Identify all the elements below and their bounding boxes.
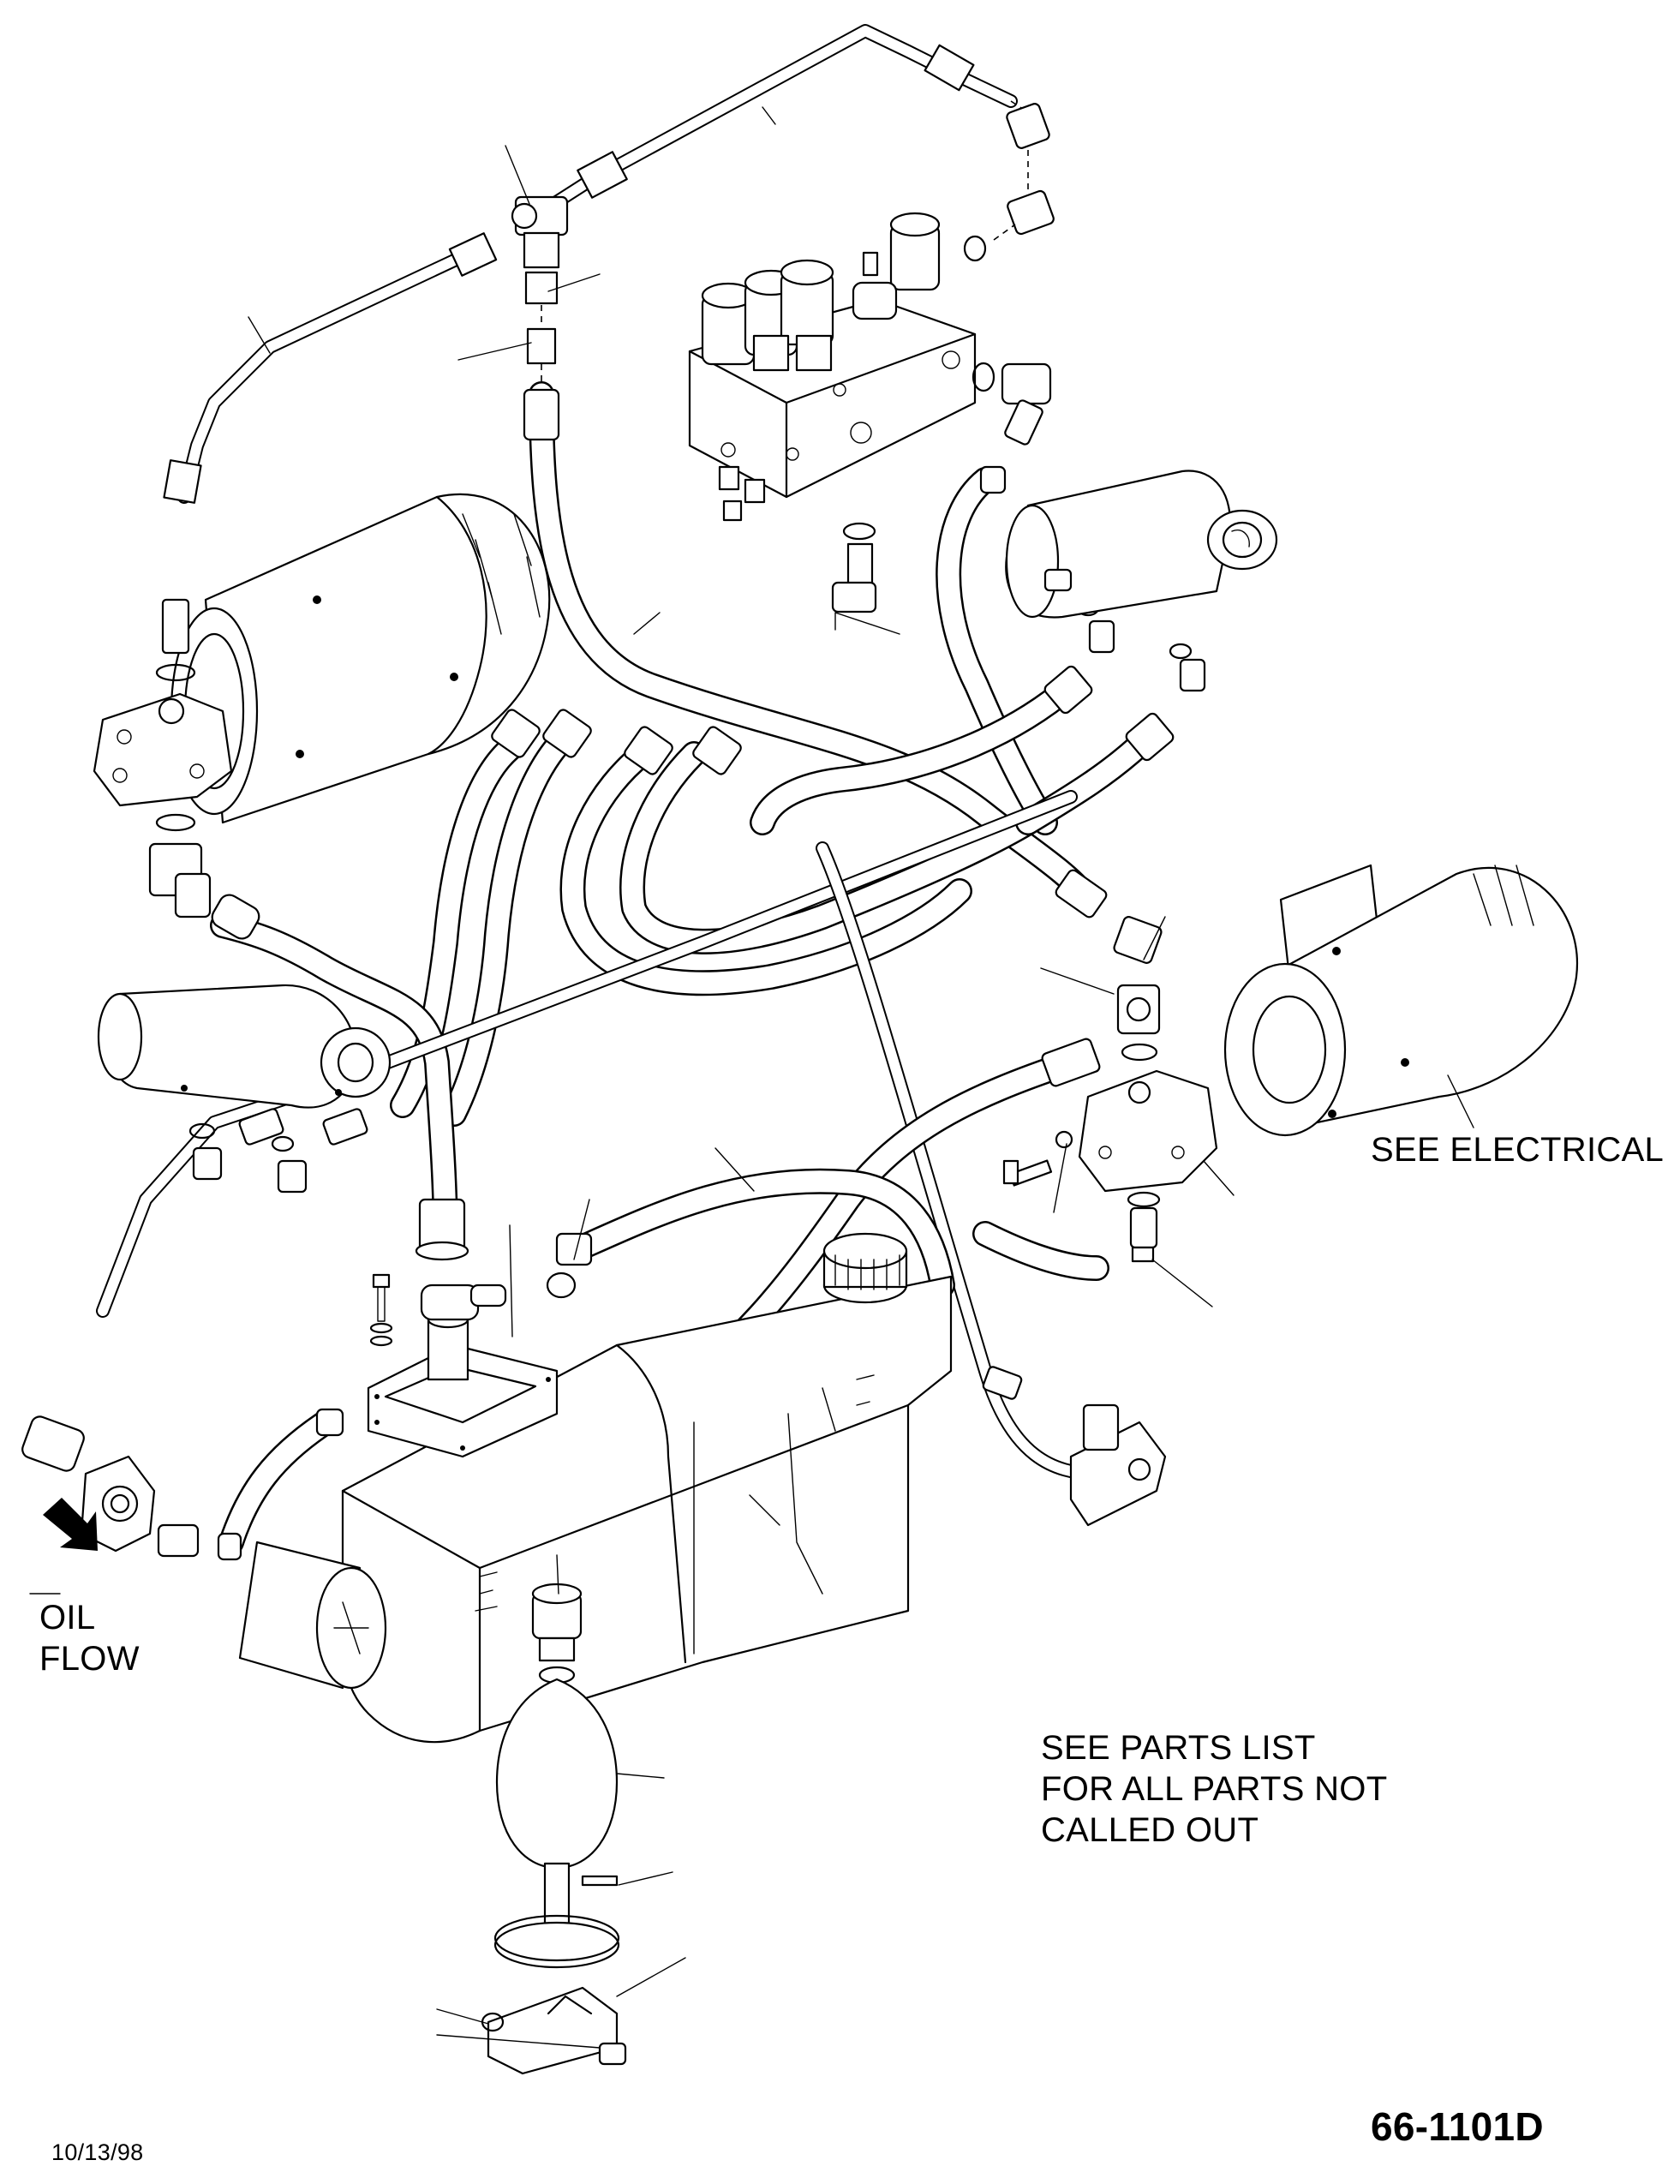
return-hose-long: [524, 390, 1109, 919]
parts-note-line-3: CALLED OUT: [1041, 1811, 1259, 1849]
mounting-bracket: [482, 1988, 625, 2073]
oil-flow-label: OIL FLOW: [39, 1597, 140, 1679]
suction-hose-left: [223, 925, 468, 1260]
tee-fitting-top: [512, 197, 567, 386]
parts-list-note: SEE PARTS LIST FOR ALL PARTS NOT CALLED …: [1041, 1727, 1387, 1851]
drawing-number: 66-1101D: [1371, 2104, 1544, 2149]
cylinder-upper-right: [1006, 471, 1276, 618]
leader-lines: [30, 107, 1474, 2048]
accumulator: [495, 1584, 619, 1967]
hydraulic-tank: [341, 1234, 951, 1742]
parts-note-line-1: SEE PARTS LIST: [1041, 1729, 1316, 1767]
tank-top-hoses: [218, 1182, 1097, 1559]
parts-note-line-2: FOR ALL PARTS NOT: [1041, 1770, 1388, 1808]
oil-flow-arrow: [43, 1498, 98, 1551]
see-electrical-note: SEE ELECTRICAL: [1371, 1131, 1665, 1169]
pump-motor-left: [94, 494, 549, 942]
elbow-fitting-top-right: [965, 101, 1055, 260]
drawing-date: 10/13/98: [51, 2139, 144, 2165]
oil-flow-line-1: OIL: [39, 1599, 96, 1637]
pump-motor-right: [1004, 865, 1577, 1261]
cylinder-lower-left: [99, 985, 390, 1192]
filter-head-right: [982, 1366, 1165, 1525]
oil-flow-line-2: FLOW: [39, 1640, 140, 1678]
valve-manifold: [690, 213, 1050, 634]
oil-filter-canister: [240, 1542, 386, 1688]
strainer-left: [20, 1415, 198, 1556]
top-return-tube: [164, 31, 1011, 503]
